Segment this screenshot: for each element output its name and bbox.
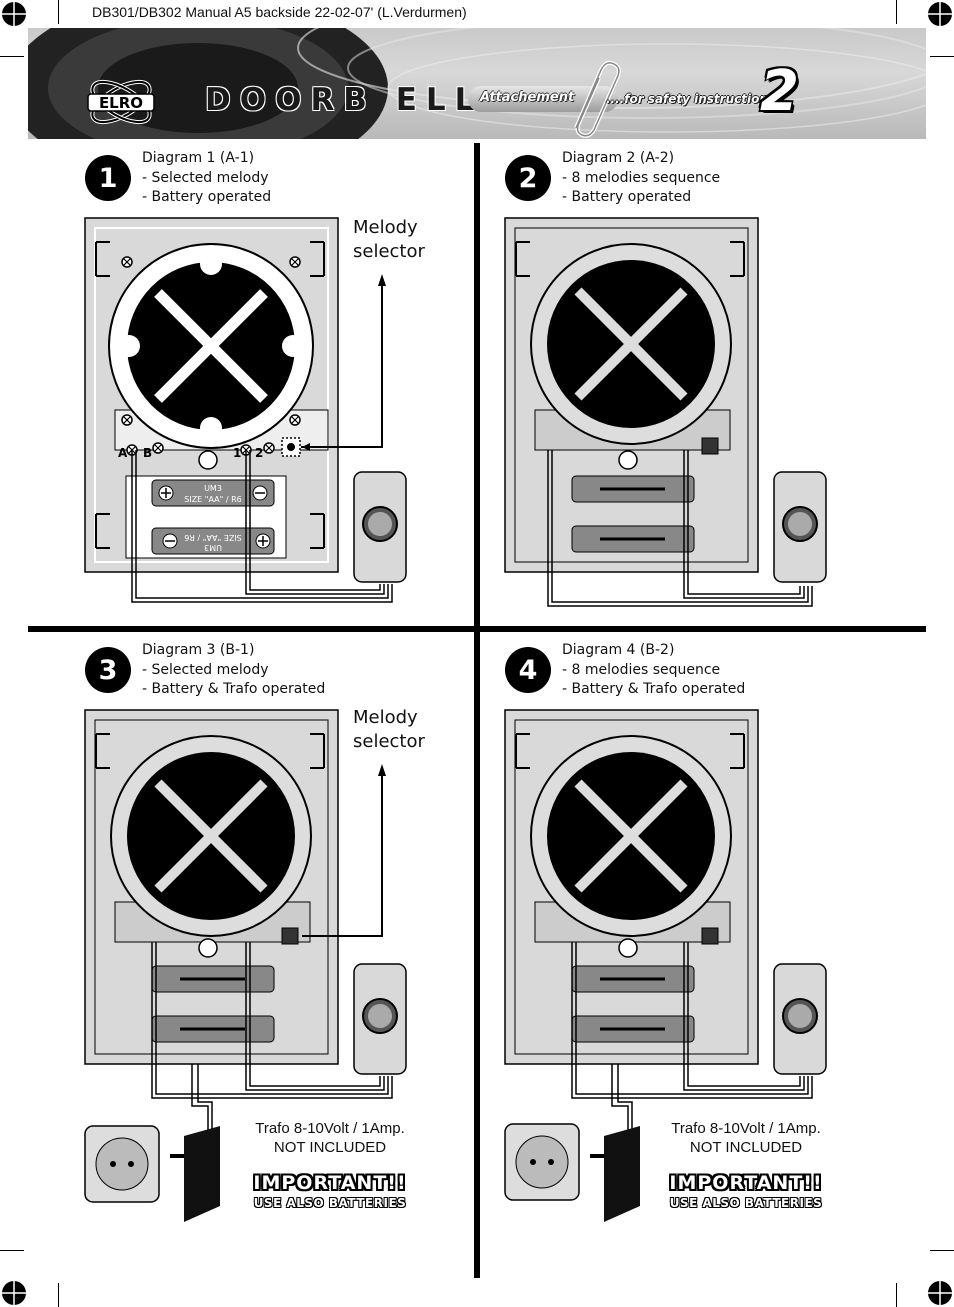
- diagram-feature: - 8 melodies sequence: [562, 169, 721, 186]
- svg-text:B: B: [143, 446, 152, 460]
- trim-mark: [58, 1283, 59, 1307]
- diagram-title: Diagram 2 (A-2): [562, 150, 675, 166]
- chime-unit-diagram-4: [504, 709, 827, 1222]
- trafo-note: Trafo 8-10Volt / 1Amp. NOT INCLUDED: [255, 1120, 405, 1156]
- elro-logo: ELRO: [87, 79, 155, 125]
- vertical-divider: [474, 143, 480, 1278]
- title-banner: [28, 28, 926, 139]
- svg-text:SIZE "AA" / R6: SIZE "AA" / R6: [184, 495, 241, 504]
- melody-selector-label: Melody selector: [353, 217, 425, 262]
- diagram-title: Diagram 4 (B-2): [562, 642, 675, 658]
- diagram-power: - Battery & Trafo operated: [562, 681, 746, 697]
- diagram-title: Diagram 3 (B-1): [142, 642, 255, 658]
- svg-text:UM3: UM3: [204, 484, 222, 493]
- important-warning: IMPORTANT!! USE ALSO BATTERIES: [669, 1172, 823, 1210]
- horizontal-divider: [28, 626, 926, 632]
- registration-mark-icon: [927, 1280, 953, 1306]
- diagram-feature: - Selected melody: [142, 661, 269, 678]
- svg-text:A: A: [118, 446, 128, 460]
- diagram-number-badge: 4: [505, 647, 551, 693]
- diagram-number-badge: 3: [85, 647, 131, 693]
- diagram-caption: Diagram 1 (A-1) - Selected melody - Batt…: [142, 149, 271, 208]
- registration-mark-icon: [927, 1, 953, 27]
- product-title: DOORB ELL: [205, 82, 484, 118]
- diagram-caption: Diagram 3 (B-1) - Selected melody - Batt…: [142, 641, 325, 700]
- svg-text:UM3: UM3: [204, 543, 222, 552]
- melody-selector-label: Melody selector: [353, 707, 425, 752]
- trim-mark: [930, 1250, 954, 1251]
- registration-mark-icon: [1, 1, 27, 27]
- diagram-caption: Diagram 2 (A-2) - 8 melodies sequence - …: [562, 149, 720, 208]
- svg-text:SIZE "AA" / R6: SIZE "AA" / R6: [184, 533, 241, 542]
- trim-mark: [896, 1283, 897, 1307]
- chime-unit-diagram-1: A B 1 2 UM3 SIZE "AA" / R6 UM3 SIZE "AA"…: [84, 217, 407, 603]
- trim-mark: [58, 0, 59, 24]
- paperclip-icon: [574, 60, 621, 138]
- diagram-title: Diagram 1 (A-1): [142, 150, 255, 166]
- diagram-caption: Diagram 4 (B-2) - 8 melodies sequence - …: [562, 641, 745, 700]
- trim-mark: [0, 1250, 24, 1251]
- diagram-feature: - 8 melodies sequence: [562, 661, 721, 678]
- page-number: 2: [760, 59, 799, 124]
- diagram-number-badge: 1: [85, 155, 131, 201]
- trim-mark: [896, 0, 897, 24]
- svg-text:2: 2: [255, 446, 263, 460]
- trim-mark: [930, 56, 954, 57]
- chime-unit-diagram-3: [84, 709, 407, 1222]
- trafo-note: Trafo 8-10Volt / 1Amp. NOT INCLUDED: [671, 1120, 821, 1156]
- svg-text:1: 1: [233, 446, 241, 460]
- safety-instructions-label: ....for safety instructions: [606, 92, 776, 106]
- diagram-power: - Battery operated: [562, 189, 692, 205]
- diagram-power: - Battery operated: [142, 189, 272, 205]
- chime-unit-diagram-2: [504, 217, 827, 607]
- registration-mark-icon: [1, 1280, 27, 1306]
- important-warning: IMPORTANT!! USE ALSO BATTERIES: [253, 1172, 407, 1210]
- diagram-feature: - Selected melody: [142, 169, 269, 186]
- attachment-label: Attachement: [480, 90, 575, 105]
- diagram-power: - Battery & Trafo operated: [142, 681, 326, 697]
- svg-text:ELRO: ELRO: [99, 94, 143, 112]
- trim-mark: [0, 56, 24, 57]
- document-header: DB301/DB302 Manual A5 backside 22-02-07'…: [92, 4, 467, 20]
- diagram-number-badge: 2: [505, 155, 551, 201]
